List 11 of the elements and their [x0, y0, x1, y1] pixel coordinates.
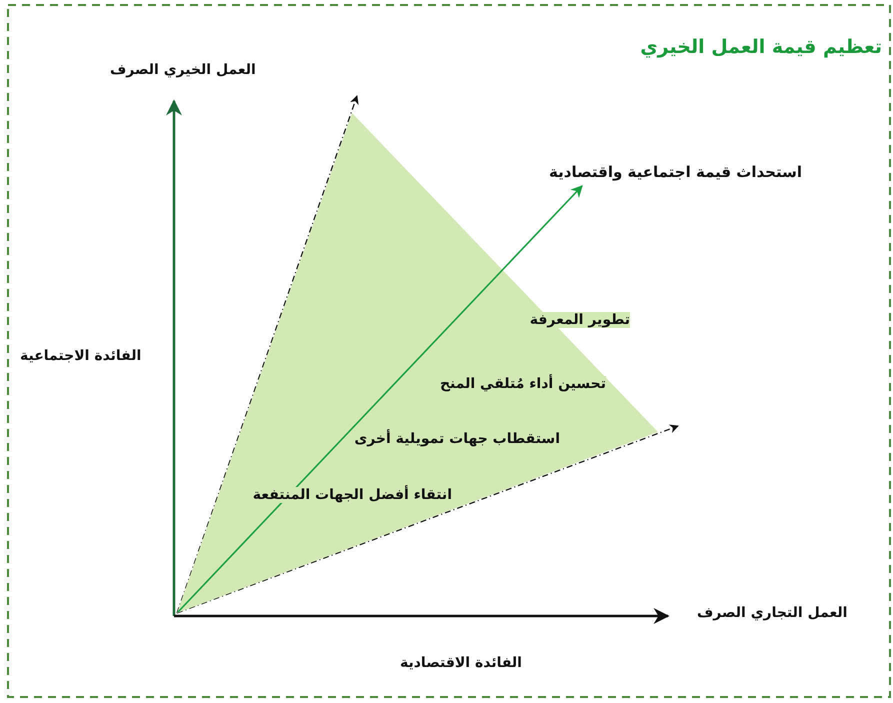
region-text: تطوير المعرفة [530, 312, 630, 328]
arrow [177, 185, 583, 613]
axis-label: الفائدة الاقتصادية [400, 655, 522, 671]
title: تعظيم قيمة العمل الخيري [640, 36, 882, 58]
region-text: تحسين أداء مُتلقي المنح [440, 376, 606, 392]
region-text: استقطاب جهات تمويلية أخرى [354, 431, 560, 447]
axis-label: الفائدة الاجتماعية [20, 348, 142, 364]
region-text: انتقاء أفضل الجهات المنتفعة [252, 487, 452, 503]
axis-label: العمل الخيري الصرف [110, 62, 256, 78]
outcome-label: استحداث قيمة اجتماعية واقتصادية [549, 163, 802, 181]
axis-label: العمل التجاري الصرف [697, 605, 848, 621]
